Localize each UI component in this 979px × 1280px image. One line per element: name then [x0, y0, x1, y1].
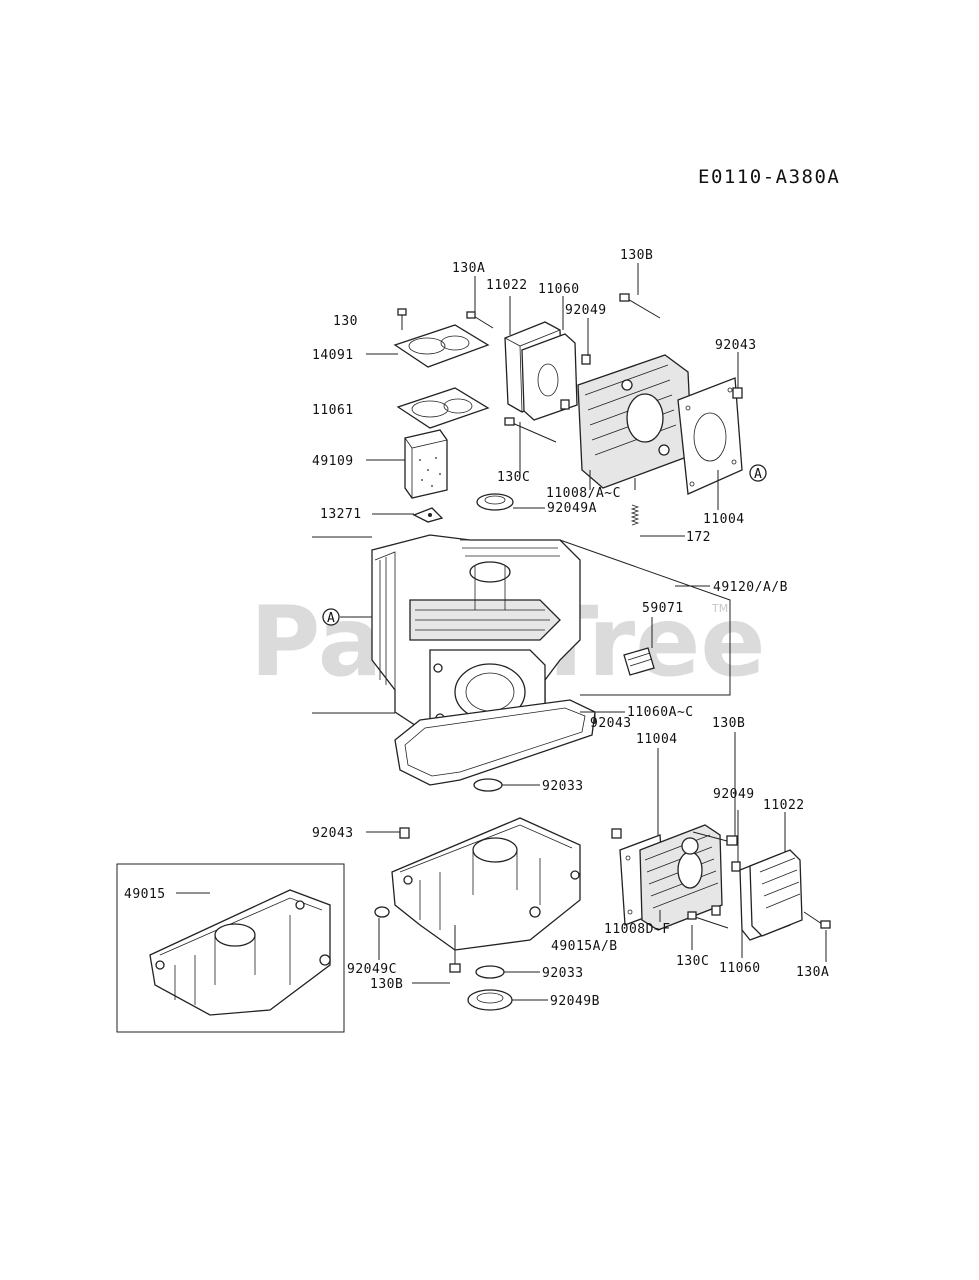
label-11022-mid: 11022 — [763, 798, 805, 813]
spring-172 — [630, 504, 640, 526]
ref-marker-text-left: A — [327, 611, 335, 626]
gasket-11004-top — [677, 377, 743, 495]
cylinder-head-11008DF — [639, 824, 723, 931]
bolt-130B-top — [619, 293, 661, 319]
label-92043-left: 92043 — [312, 826, 354, 841]
label-49015: 49015 — [124, 887, 166, 902]
leader-lines — [176, 263, 827, 1001]
label-49109: 49109 — [312, 454, 354, 469]
label-92043-mid: 92043 — [590, 716, 632, 731]
bolt-130 — [397, 308, 407, 330]
label-92043-top: 92043 — [715, 338, 757, 353]
inset-box-49015 — [116, 863, 345, 1033]
label-92033-b: 92033 — [542, 966, 584, 981]
part-labels: 130 130A 130B 11022 11060 92049 92043 14… — [124, 248, 829, 1009]
label-130: 130 — [333, 314, 358, 329]
label-92049A: 92049A — [547, 501, 597, 516]
label-130B-bottom: 130B — [370, 977, 403, 992]
gasket-11060-top — [521, 333, 578, 421]
label-11060A-C: 11060A~C — [627, 705, 694, 720]
ref-marker-text-right: A — [754, 467, 762, 482]
label-49015A-B: 49015A/B — [551, 939, 618, 954]
label-11022-top: 11022 — [486, 278, 528, 293]
label-11060-bottom: 11060 — [719, 961, 761, 976]
label-130B-mid: 130B — [712, 716, 745, 731]
label-11060-top: 11060 — [538, 282, 580, 297]
label-130A-bottom: 130A — [796, 965, 829, 980]
label-13271: 13271 — [320, 507, 362, 522]
case-49015AB — [391, 817, 581, 951]
seal-92049C — [374, 906, 390, 918]
label-92049-mid: 92049 — [713, 787, 755, 802]
clip-13271 — [412, 507, 444, 523]
label-92033-a: 92033 — [542, 779, 584, 794]
watermark-trademark: TM — [711, 602, 728, 615]
label-11004-top: 11004 — [703, 512, 745, 527]
label-130C-bottom: 130C — [676, 954, 709, 969]
crankcase-49120 — [371, 534, 581, 736]
dowel-92043-top — [732, 387, 743, 399]
seal-92049B — [467, 989, 513, 1011]
filter-49109 — [404, 429, 448, 499]
dowel-92049-mid — [711, 861, 741, 916]
label-11008-A-C: 11008/A~C — [546, 486, 621, 501]
plate-14091 — [393, 324, 490, 368]
cover-11022-mid — [749, 849, 803, 937]
dowel-92043-left — [399, 827, 410, 839]
diagram-code: E0110-A380A — [698, 166, 840, 188]
ref-marker-A-right: A — [749, 464, 767, 482]
label-14091: 14091 — [312, 348, 354, 363]
ref-marker-A-left: A — [322, 608, 340, 626]
label-59071: 59071 — [642, 601, 684, 616]
oring-92033-a — [473, 778, 503, 792]
bolt-130C-bottom — [687, 911, 729, 929]
breather-59071 — [623, 647, 655, 676]
label-11004-mid: 11004 — [636, 732, 678, 747]
label-11008D-F: 11008D~F — [604, 922, 671, 937]
label-172: 172 — [686, 530, 711, 545]
label-11061: 11061 — [312, 403, 354, 418]
label-49120-A-B: 49120/A/B — [713, 580, 788, 595]
bolt-130B-bottom — [449, 925, 461, 973]
gasket-11060AC — [394, 699, 596, 786]
bolt-130B-mid — [692, 831, 738, 846]
label-130C-top: 130C — [497, 470, 530, 485]
label-130B-top: 130B — [620, 248, 653, 263]
dowel-92043-mid — [611, 828, 622, 839]
gasket-11061 — [396, 387, 490, 429]
label-92049-top: 92049 — [565, 303, 607, 318]
label-130A-top: 130A — [452, 261, 485, 276]
label-92049B: 92049B — [550, 994, 600, 1009]
cylinder-head-11008-top — [577, 354, 693, 489]
seal-92049A — [476, 493, 514, 511]
oring-92033-b — [475, 965, 505, 979]
bolt-130A-bottom — [803, 911, 831, 929]
label-92049C: 92049C — [347, 962, 397, 977]
dowel-92049-top — [560, 354, 591, 410]
bolt-130A-top — [466, 311, 494, 329]
bolt-130C-top — [504, 417, 557, 443]
